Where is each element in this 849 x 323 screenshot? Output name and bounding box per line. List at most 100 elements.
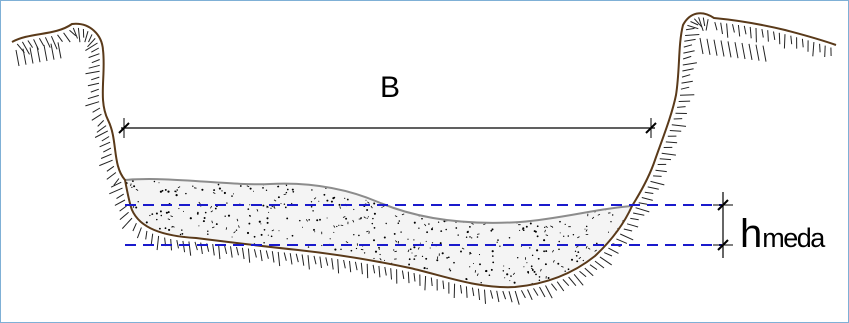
speckle-dot xyxy=(205,285,208,288)
hatch-stroke xyxy=(623,228,633,232)
speckle-dot xyxy=(211,278,214,281)
hatch-stroke xyxy=(767,30,769,42)
speckle-dot xyxy=(547,277,550,279)
speckle-dot xyxy=(315,265,317,268)
hatch-stroke xyxy=(681,80,693,84)
speckle-dot xyxy=(280,266,282,268)
speckle-dot xyxy=(270,235,273,238)
hatch-stroke xyxy=(687,24,699,30)
hatch-stroke xyxy=(77,27,81,43)
width-dimension xyxy=(118,118,657,138)
speckle-mark xyxy=(266,205,269,209)
hatch-stroke xyxy=(188,241,192,256)
speckle-mark xyxy=(185,271,189,274)
speckle-dot xyxy=(560,277,563,280)
speckle-dot xyxy=(446,257,448,259)
speckle-dot xyxy=(537,257,540,260)
speckle-dot xyxy=(413,283,416,285)
speckle-dot xyxy=(431,242,434,244)
speckle-dot xyxy=(508,236,511,239)
speckle-dot xyxy=(610,221,612,223)
speckle-dot xyxy=(558,240,560,243)
speckle-dot xyxy=(508,208,510,210)
hatch-stroke xyxy=(773,31,776,40)
hatch-stroke xyxy=(755,44,760,61)
speckle-dot xyxy=(292,190,295,193)
hatch-stroke xyxy=(218,244,221,260)
speckle-dot xyxy=(600,273,602,275)
speckle-mark xyxy=(189,289,191,290)
speckle-dot xyxy=(204,211,207,214)
hatch-stroke xyxy=(57,34,63,42)
speckle-mark xyxy=(535,197,538,200)
speckle-mark xyxy=(394,250,397,253)
speckle-dot xyxy=(469,236,471,238)
speckle-dot xyxy=(453,261,455,264)
speckle-dot xyxy=(297,251,299,253)
speckle-dot xyxy=(181,232,184,235)
speckle-dot xyxy=(445,228,447,231)
speckle-mark xyxy=(172,225,175,228)
speckle-dot xyxy=(397,222,400,224)
speckle-dot xyxy=(277,185,279,188)
speckle-mark xyxy=(443,286,447,288)
speckle-dot xyxy=(268,266,271,269)
speckle-dot xyxy=(441,179,444,181)
speckle-dot xyxy=(383,259,386,261)
speckle-mark xyxy=(394,215,398,218)
hatch-stroke xyxy=(713,39,718,56)
speckle-dot xyxy=(168,228,171,231)
speckle-dot xyxy=(311,189,313,191)
speckle-dot xyxy=(345,217,348,220)
hatch-stroke xyxy=(271,251,275,263)
speckle-dot xyxy=(525,225,528,228)
speckle-dot xyxy=(520,245,522,247)
speckle-dot xyxy=(325,265,328,268)
speckle-dot xyxy=(529,197,531,199)
hatch-stroke xyxy=(94,130,109,138)
speckle-dot xyxy=(564,223,566,226)
hatch-stroke xyxy=(579,270,587,278)
speckle-dot xyxy=(248,222,251,225)
hatch-stroke xyxy=(665,141,678,144)
hatch-stroke xyxy=(116,193,124,200)
speckle-mark xyxy=(360,248,364,251)
speckle-dot xyxy=(495,193,498,196)
speckle-mark xyxy=(211,226,215,229)
speckle-mark xyxy=(552,260,555,263)
speckle-mark xyxy=(181,270,185,273)
speckle-dot xyxy=(400,231,402,233)
ground-hatching xyxy=(15,17,832,305)
speckle-dot xyxy=(253,259,256,262)
hatch-stroke xyxy=(647,186,659,190)
speckle-mark xyxy=(401,202,404,205)
speckle-dot xyxy=(605,200,608,202)
speckle-dot xyxy=(432,227,434,229)
speckle-mark xyxy=(512,272,516,276)
hatch-stroke xyxy=(319,256,322,268)
speckle-dot xyxy=(339,262,342,265)
speckle-dot xyxy=(213,189,216,192)
speckle-dot xyxy=(192,255,194,258)
hatch-stroke xyxy=(778,32,781,45)
speckle-dot xyxy=(286,217,289,220)
speckle-dot xyxy=(277,196,280,199)
hatch-stroke xyxy=(372,264,376,274)
speckle-dot xyxy=(207,233,209,235)
hatch-stroke xyxy=(732,24,735,33)
speckle-dot xyxy=(358,234,360,237)
hatch-stroke xyxy=(698,17,704,32)
speckle-dot xyxy=(276,270,279,273)
speckle-dot xyxy=(502,179,505,180)
speckle-dot xyxy=(334,248,337,251)
speckle-dot xyxy=(429,247,431,249)
hatch-stroke xyxy=(72,27,78,39)
speckle-dot xyxy=(526,262,528,264)
speckle-dot xyxy=(203,268,205,271)
hatch-stroke xyxy=(378,265,381,278)
speckle-dot xyxy=(618,193,620,195)
speckle-dot xyxy=(468,225,471,228)
speckle-dot xyxy=(397,190,400,192)
speckle-dot xyxy=(507,214,510,217)
